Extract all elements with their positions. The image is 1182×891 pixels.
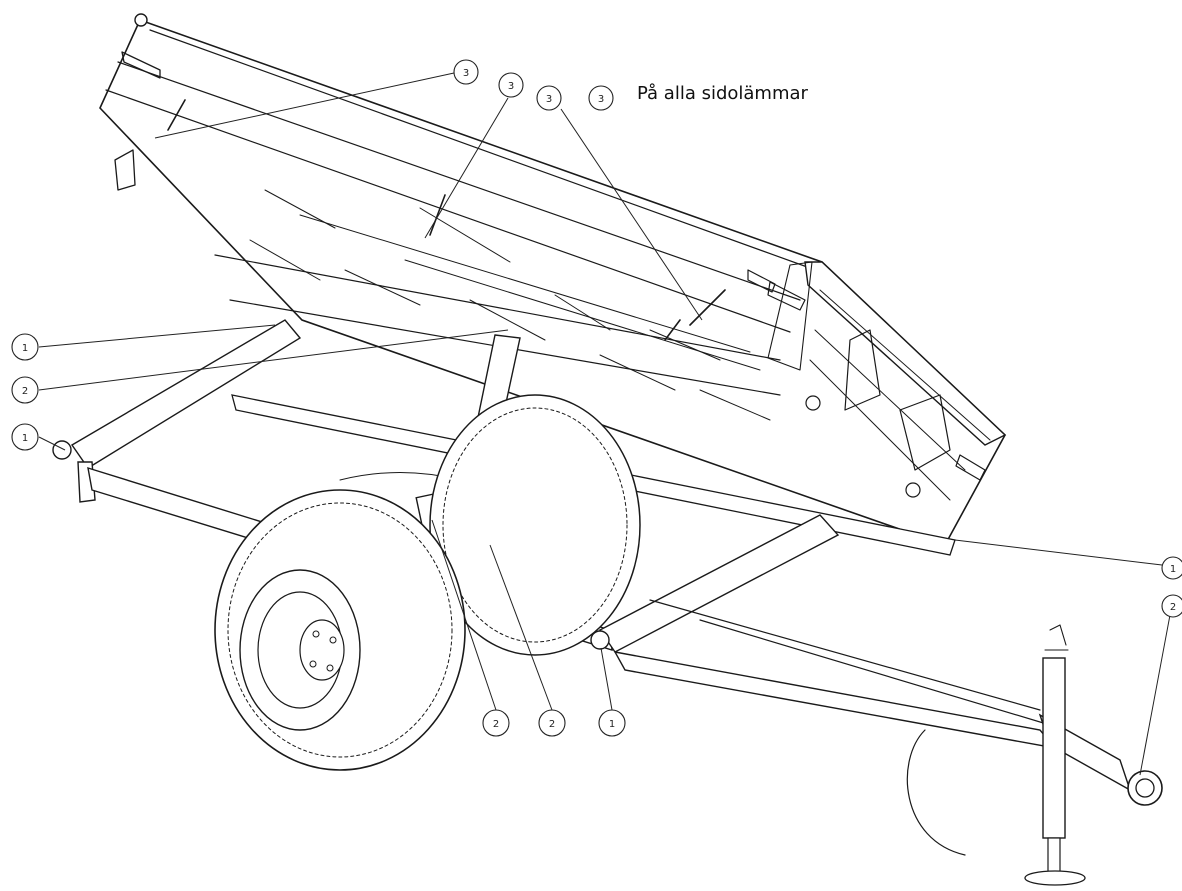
callout-label: 1 xyxy=(22,343,28,354)
callout-balloon-2: 2 xyxy=(482,709,510,737)
callout-label: 1 xyxy=(22,433,28,444)
callout-label: 3 xyxy=(463,68,469,79)
callout-balloon-3: 3 xyxy=(588,85,614,111)
callout-label: 3 xyxy=(508,81,514,92)
wheel-rear xyxy=(429,394,641,656)
callout-label: 2 xyxy=(549,719,555,730)
callout-balloon-2: 2 xyxy=(11,376,39,404)
callout-label: 2 xyxy=(1170,602,1176,613)
callout-label: 1 xyxy=(1170,564,1176,575)
callout-balloon-2: 2 xyxy=(1161,594,1182,618)
callout-label: 1 xyxy=(609,719,615,730)
callout-label: 2 xyxy=(493,719,499,730)
callout-balloon-1: 1 xyxy=(11,423,39,451)
callout-label: 3 xyxy=(598,94,604,105)
callout-label: 3 xyxy=(546,94,552,105)
callout-balloon-1: 1 xyxy=(598,709,626,737)
callout-balloon-3: 3 xyxy=(536,85,562,111)
callout-balloon-2: 2 xyxy=(538,709,566,737)
wheel-front xyxy=(214,489,466,771)
leader-lines xyxy=(38,72,1171,776)
callout-balloon-1: 1 xyxy=(11,333,39,361)
side-gate-note: På alla sidolämmar xyxy=(637,83,809,104)
callout-balloon-3: 3 xyxy=(453,59,479,85)
callout-balloon-3: 3 xyxy=(498,72,524,98)
callout-label: 2 xyxy=(22,386,28,397)
callout-balloon-1: 1 xyxy=(1161,556,1182,580)
trailer-bed xyxy=(99,13,1007,546)
